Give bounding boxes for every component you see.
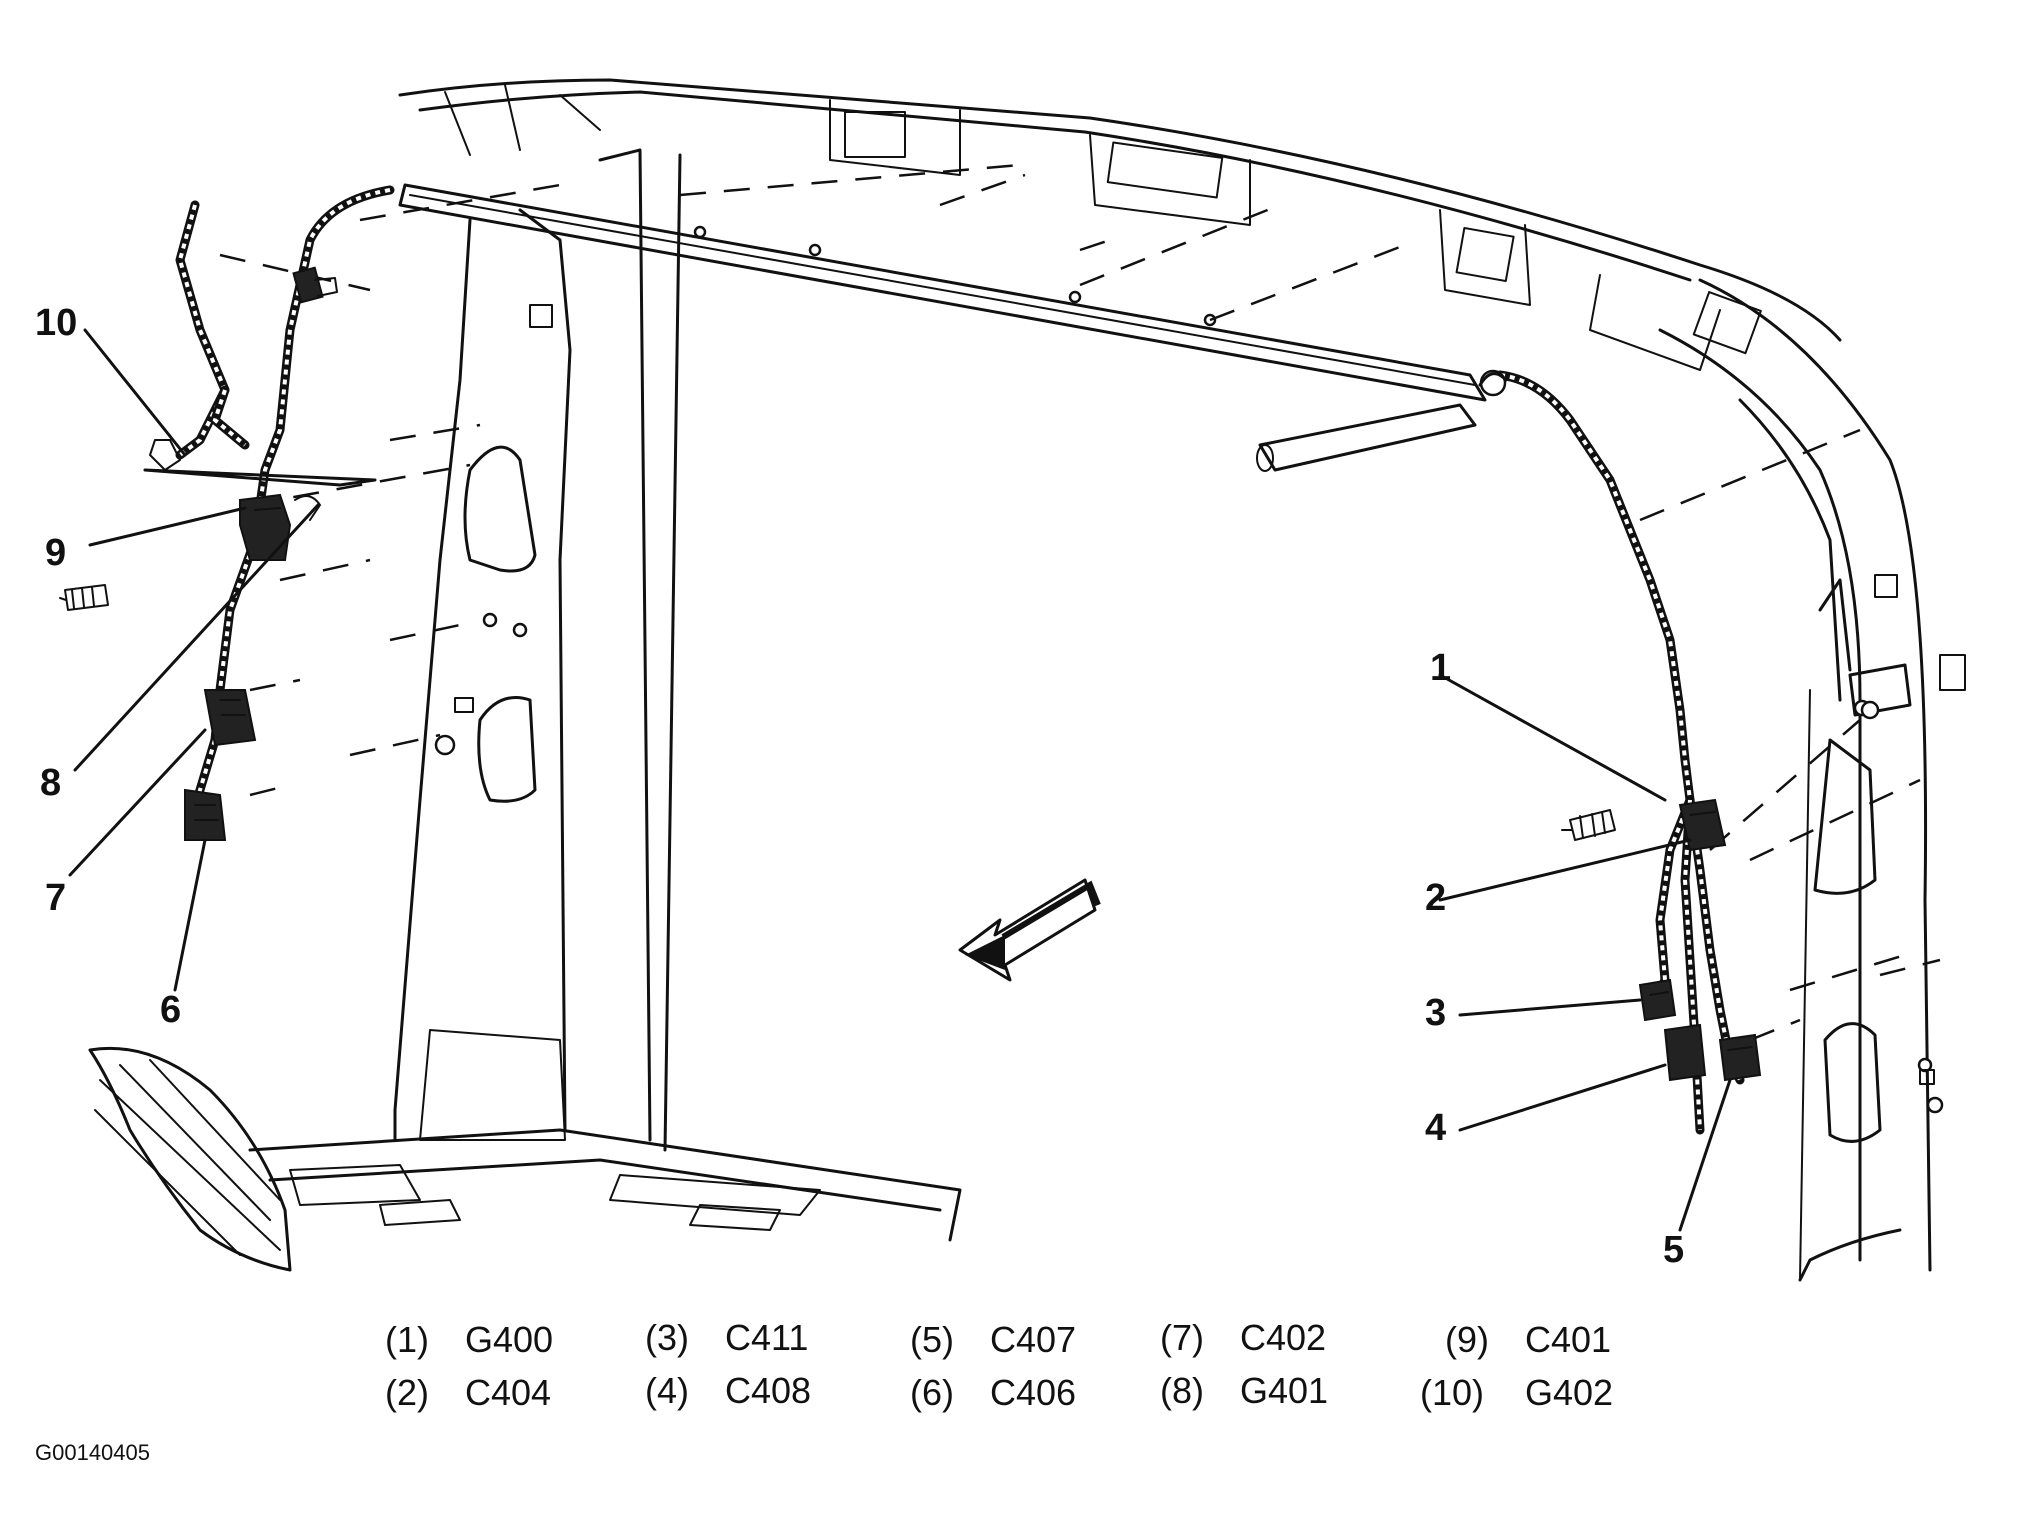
- legend-code: G401: [1240, 1370, 1328, 1411]
- left-components: [59, 266, 377, 841]
- callout-5: 5: [1663, 1229, 1684, 1271]
- legend: (1) G400 (2) C404 (3) C411 (4) C408 (5) …: [385, 1317, 1613, 1413]
- callout-9: 9: [45, 532, 66, 574]
- legend-num: (3): [645, 1317, 689, 1358]
- legend-num: (4): [645, 1370, 689, 1411]
- right-components: [1561, 654, 1966, 1082]
- floor-wheel-well: [88, 1046, 962, 1272]
- legend-item-5: (5) C407: [910, 1319, 1076, 1360]
- callout-10: 10: [35, 302, 77, 344]
- legend-num: (8): [1160, 1370, 1204, 1411]
- legend-code: C406: [990, 1372, 1076, 1413]
- legend-item-3: (3) C411: [645, 1317, 808, 1358]
- legend-num: (2): [385, 1372, 429, 1413]
- legend-code: G400: [465, 1319, 553, 1360]
- legend-code: C402: [1240, 1317, 1326, 1358]
- legend-num: (7): [1160, 1317, 1204, 1358]
- legend-code: C411: [725, 1317, 808, 1358]
- rear-pillar: [1658, 278, 1944, 1282]
- legend-item-6: (6) C406: [910, 1372, 1076, 1413]
- legend-num: (6): [910, 1372, 954, 1413]
- legend-item-10: (10) G402: [1420, 1372, 1613, 1413]
- legend-item-1: (1) G400: [385, 1319, 553, 1360]
- callout-7: 7: [45, 877, 66, 919]
- legend-num: (5): [910, 1319, 954, 1360]
- legend-num: (10): [1420, 1372, 1484, 1413]
- b-pillar: [393, 148, 682, 1152]
- forward-arrow-icon: [958, 878, 1101, 982]
- callout-6: 6: [160, 989, 181, 1031]
- legend-num: (1): [385, 1319, 429, 1360]
- legend-code: C401: [1525, 1319, 1611, 1360]
- callout-1: 1: [1430, 647, 1451, 689]
- legend-item-9: (9) C401: [1445, 1319, 1611, 1360]
- legend-item-2: (2) C404: [385, 1372, 551, 1413]
- figure-id: G00140405: [35, 1440, 150, 1465]
- callout-2: 2: [1425, 877, 1446, 919]
- callout-4: 4: [1425, 1107, 1446, 1149]
- legend-item-7: (7) C402: [1160, 1317, 1326, 1358]
- leader-lines: [68, 328, 1732, 1232]
- callout-8: 8: [40, 762, 61, 804]
- legend-code: G402: [1525, 1372, 1613, 1413]
- legend-item-8: (8) G401: [1160, 1370, 1328, 1411]
- callout-labels: 10 9 8 7 6 1 2 3 4 5: [35, 302, 1684, 1271]
- callout-3: 3: [1425, 992, 1446, 1034]
- right-wiring-harness: [1478, 369, 1745, 1135]
- legend-num: (9): [1445, 1319, 1489, 1360]
- tube-component: [1256, 403, 1477, 472]
- roof-panel: [398, 78, 1842, 371]
- legend-item-4: (4) C408: [645, 1370, 811, 1411]
- legend-code: C404: [465, 1372, 551, 1413]
- legend-code: C408: [725, 1370, 811, 1411]
- legend-code: C407: [990, 1319, 1076, 1360]
- attachment-lines: [219, 163, 1941, 1042]
- roof-rail: [398, 183, 1487, 402]
